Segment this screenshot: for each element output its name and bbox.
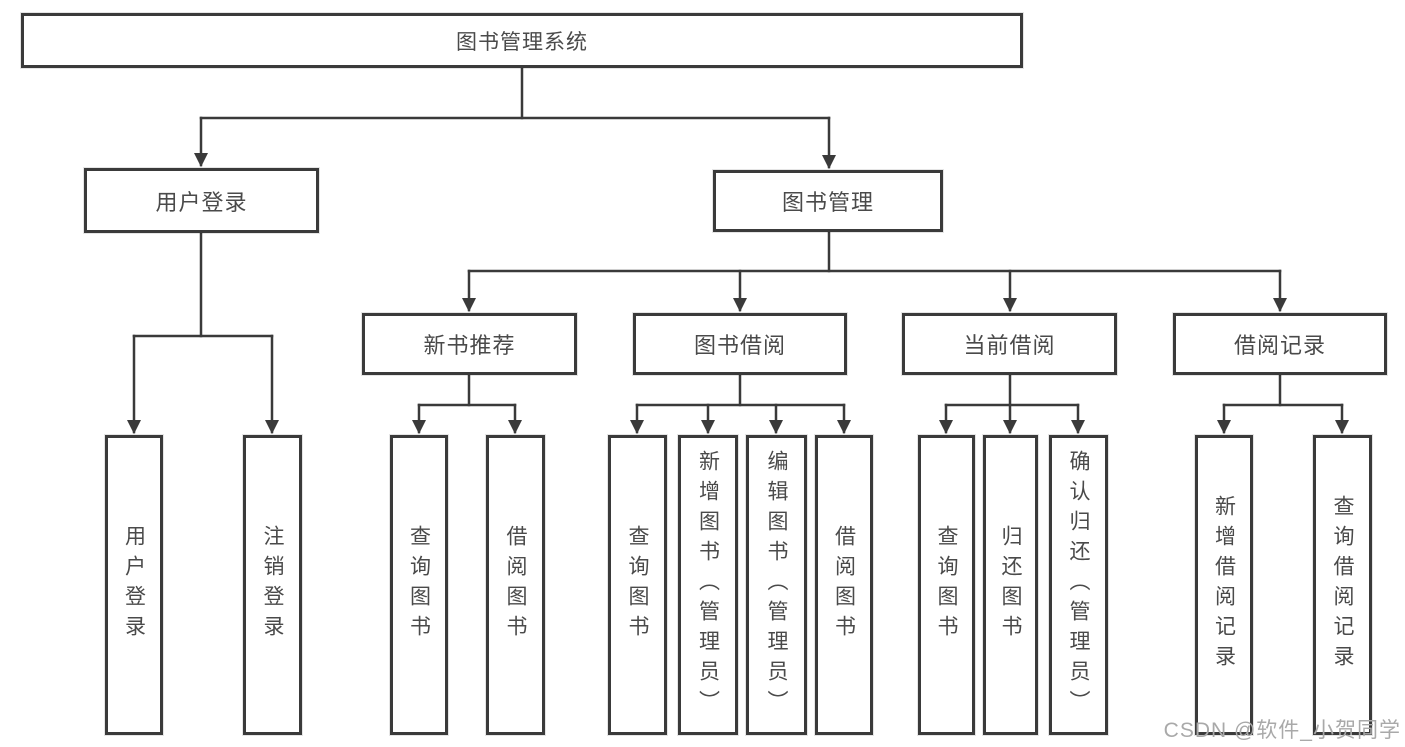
edge-borrow-record-subtree xyxy=(1217,373,1349,434)
leaf-return-books-label: 归还图书 xyxy=(999,525,1022,645)
leaf-newbook-query-books: 查询图书 xyxy=(390,435,448,735)
leaf-add-books-admin: 新增图书（管理员） xyxy=(678,435,738,735)
leaf-add-borrow-record: 新增借阅记录 xyxy=(1195,435,1253,735)
leaf-confirm-return-admin-label: 确认归还（管理员） xyxy=(1067,450,1090,720)
edge-book-management-to-level3 xyxy=(462,230,1287,312)
leaf-borrow-query-books-label: 查询图书 xyxy=(626,525,649,645)
node-new-book-recommend: 新书推荐 xyxy=(362,313,577,375)
edge-root-to-level2 xyxy=(194,66,836,169)
edge-new-book-subtree xyxy=(412,373,522,434)
csdn-watermark: CSDN @软件_小贺同学 xyxy=(1163,719,1401,742)
node-book-management: 图书管理 xyxy=(713,170,943,232)
leaf-newbook-borrow-books-label: 借阅图书 xyxy=(504,525,527,645)
leaf-logout: 注销登录 xyxy=(243,435,302,735)
leaf-logout-label: 注销登录 xyxy=(261,525,284,645)
leaf-user-login: 用户登录 xyxy=(105,435,163,735)
leaf-query-borrow-record-label: 查询借阅记录 xyxy=(1331,495,1354,675)
leaf-add-borrow-record-label: 新增借阅记录 xyxy=(1212,495,1236,675)
leaf-user-login-label: 用户登录 xyxy=(122,525,146,645)
node-current-borrow: 当前借阅 xyxy=(902,313,1117,375)
edge-user-login-subtree xyxy=(127,231,279,434)
edge-current-borrow-subtree xyxy=(939,373,1085,434)
leaf-borrow-books-label: 借阅图书 xyxy=(832,525,856,645)
node-book-borrow: 图书借阅 xyxy=(633,313,847,375)
leaf-confirm-return-admin: 确认归还（管理员） xyxy=(1049,435,1108,735)
leaf-add-books-admin-label: 新增图书（管理员） xyxy=(696,450,720,720)
leaf-newbook-borrow-books: 借阅图书 xyxy=(486,435,545,735)
node-borrow-record: 借阅记录 xyxy=(1173,313,1387,375)
leaf-query-borrow-record: 查询借阅记录 xyxy=(1313,435,1372,735)
leaf-edit-books-admin: 编辑图书（管理员） xyxy=(746,435,807,735)
leaf-current-query-books-label: 查询图书 xyxy=(935,525,958,645)
edge-book-borrow-subtree xyxy=(630,373,851,434)
leaf-newbook-query-books-label: 查询图书 xyxy=(407,525,431,645)
leaf-return-books: 归还图书 xyxy=(983,435,1038,735)
leaf-edit-books-admin-label: 编辑图书（管理员） xyxy=(765,450,788,720)
leaf-current-query-books: 查询图书 xyxy=(918,435,975,735)
node-root-library-system: 图书管理系统 xyxy=(21,13,1023,68)
leaf-borrow-query-books: 查询图书 xyxy=(608,435,667,735)
node-user-login: 用户登录 xyxy=(84,168,319,233)
leaf-borrow-books: 借阅图书 xyxy=(815,435,873,735)
